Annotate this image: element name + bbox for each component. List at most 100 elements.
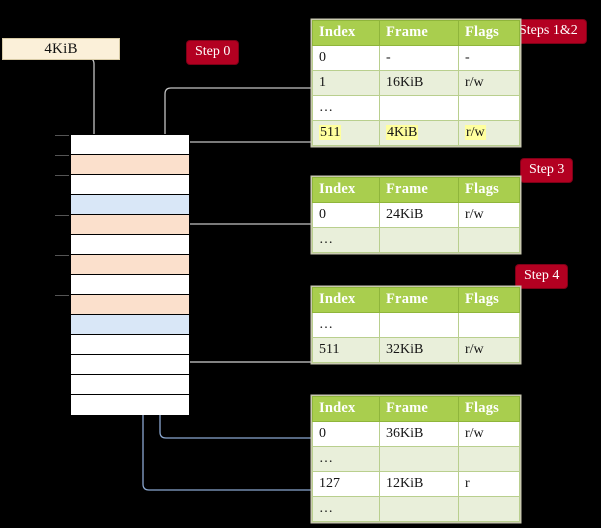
cell-index: …	[312, 496, 380, 522]
badge-step-0: Step 0	[187, 41, 239, 64]
memory-frame-9	[71, 315, 189, 335]
table-row: …	[312, 446, 520, 472]
memory-frame-3	[71, 195, 189, 215]
memory-frame-1	[71, 155, 189, 175]
memory-frame-11	[71, 355, 189, 375]
table-header-row: Index Frame Flags	[312, 287, 520, 313]
memory-tick-8	[55, 295, 69, 296]
cell-index: 511	[312, 120, 380, 146]
col-header-index: Index	[312, 287, 380, 313]
memory-tick-0	[55, 135, 69, 136]
table-header-row: Index Frame Flags	[312, 177, 520, 203]
memory-tick-4	[55, 215, 69, 216]
cell-flags: r	[458, 471, 520, 497]
cell-frame	[379, 496, 459, 522]
cell-index: 1	[312, 70, 380, 96]
memory-frame-4	[71, 215, 189, 235]
cell-flags: r/w	[458, 421, 520, 447]
cell-flags	[458, 496, 520, 522]
physical-memory-column	[55, 134, 190, 415]
cell-index: 0	[312, 202, 380, 228]
cell-index: …	[312, 446, 380, 472]
table-header-row: Index Frame Flags	[312, 396, 520, 422]
cell-flags: -	[458, 45, 520, 71]
memory-frame-7	[71, 275, 189, 295]
cell-index: 127	[312, 471, 380, 497]
cell-flags: r/w	[458, 337, 520, 363]
cell-frame	[379, 227, 459, 253]
memory-frame-8	[71, 295, 189, 315]
col-header-flags: Flags	[458, 20, 520, 46]
col-header-index: Index	[312, 177, 380, 203]
cell-frame: 32KiB	[379, 337, 459, 363]
wire-step0	[59, 51, 101, 150]
wire-step4	[176, 314, 311, 363]
badge-steps-1-2: Steps 1&2	[511, 20, 586, 43]
col-header-flags: Flags	[458, 287, 520, 313]
col-header-frame: Frame	[379, 396, 459, 422]
cell-flags	[458, 227, 520, 253]
cell-index: 511	[312, 337, 380, 363]
table-row: …	[312, 312, 520, 338]
cell-index: …	[312, 227, 380, 253]
badge-step-4: Step 4	[516, 265, 568, 288]
table-row: …	[312, 95, 520, 121]
table-row: …	[312, 496, 520, 522]
cell-frame: 16KiB	[379, 70, 459, 96]
col-header-frame: Frame	[379, 287, 459, 313]
cell-index: …	[312, 95, 380, 121]
wire-steps12-b	[172, 141, 311, 150]
cell-flags	[458, 312, 520, 338]
cell-index: 0	[312, 421, 380, 447]
cell-frame: 4KiB	[379, 120, 459, 146]
memory-frame-10	[71, 335, 189, 355]
table-row: …	[312, 227, 520, 253]
cell-frame	[379, 95, 459, 121]
cell-flags	[458, 446, 520, 472]
col-header-index: Index	[312, 396, 380, 422]
cell-flags: r/w	[458, 202, 520, 228]
wire-step3	[182, 223, 311, 267]
memory-tick-2	[55, 175, 69, 176]
source-frame-box: 4KiB	[2, 38, 120, 60]
table-header-row: Index Frame Flags	[312, 20, 520, 46]
col-header-flags: Flags	[458, 396, 520, 422]
cell-frame	[379, 312, 459, 338]
memory-tick-6	[55, 255, 69, 256]
cell-frame	[379, 446, 459, 472]
col-header-frame: Frame	[379, 177, 459, 203]
cell-frame: 36KiB	[379, 421, 459, 447]
col-header-index: Index	[312, 20, 380, 46]
cell-flags	[458, 95, 520, 121]
cell-frame: 24KiB	[379, 202, 459, 228]
memory-tick-1	[55, 155, 69, 156]
memory-frame-5	[71, 235, 189, 255]
memory-frame-2	[71, 175, 189, 195]
cell-index: 0	[312, 45, 380, 71]
cell-frame: -	[379, 45, 459, 71]
source-frame-label: 4KiB	[44, 40, 78, 57]
memory-frame-12	[71, 375, 189, 395]
memory-frame-6	[71, 255, 189, 275]
badge-step-3: Step 3	[521, 159, 573, 182]
cell-index: …	[312, 312, 380, 338]
memory-frame-0	[71, 135, 189, 155]
table-row: 0--	[312, 45, 520, 71]
cell-frame: 12KiB	[379, 471, 459, 497]
cell-flags: r/w	[458, 120, 520, 146]
